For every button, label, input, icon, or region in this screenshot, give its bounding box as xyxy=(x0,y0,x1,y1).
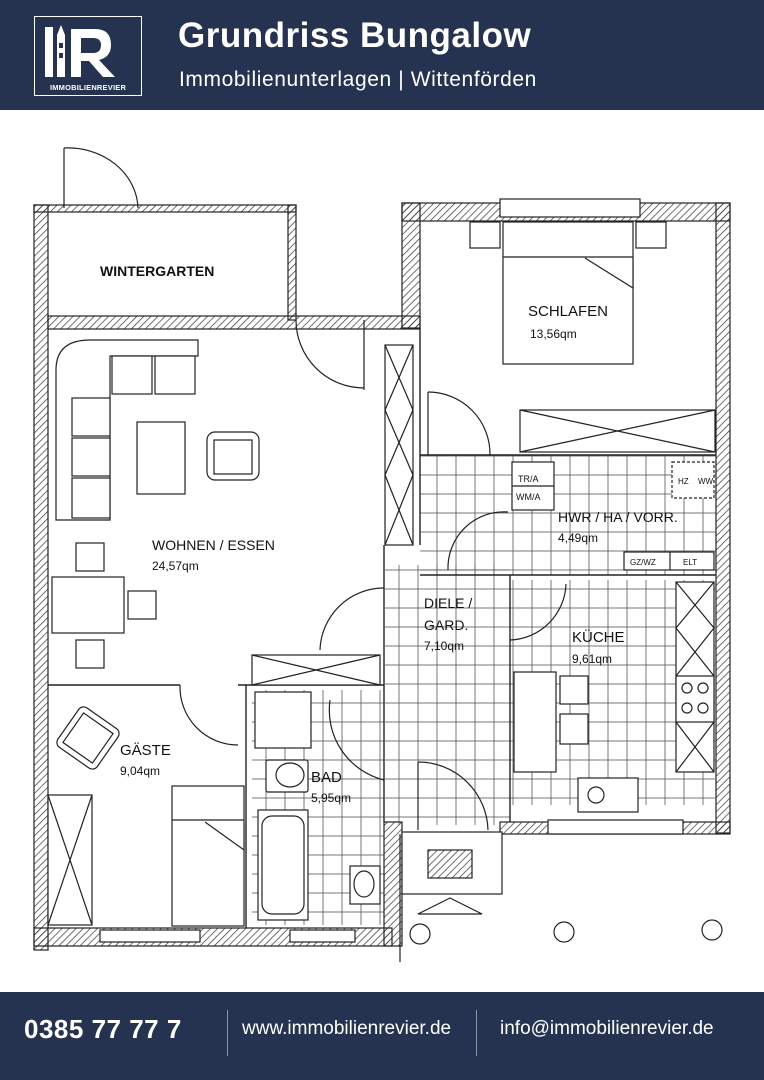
header-bar: IMMOBILIENREVIER Grundriss Bungalow Immo… xyxy=(0,0,764,110)
room-area-hwr: 4,49qm xyxy=(558,531,598,545)
footer-bar: 0385 77 77 7 www.immobilienrevier.de inf… xyxy=(0,992,764,1080)
page-subtitle: Immobilienunterlagen | Wittenförden xyxy=(179,68,537,91)
footer-divider xyxy=(476,1010,477,1056)
room-area-bad: 5,95qm xyxy=(311,791,351,805)
room-label-wohnen: WOHNEN / ESSEN xyxy=(152,537,275,553)
wintergarten-door xyxy=(63,147,139,209)
room-label-bad: BAD xyxy=(311,769,342,786)
label-ww: WW xyxy=(698,477,714,486)
room-area-wohnen: 24,57qm xyxy=(152,559,199,573)
logo-subtext: IMMOBILIENREVIER xyxy=(49,83,127,92)
room-area-kueche: 9,61qm xyxy=(572,652,612,666)
label-tr-a: TR/A xyxy=(518,474,539,484)
phone-number[interactable]: 0385 77 77 7 xyxy=(24,1014,182,1044)
room-label-kueche: KÜCHE xyxy=(572,628,625,646)
utility-fixtures xyxy=(511,461,715,571)
room-label-hwr: HWR / HA / VORR. xyxy=(558,509,678,525)
room-label-gard: GARD. xyxy=(424,617,468,633)
label-gz-wz: GZ/WZ xyxy=(630,558,656,567)
email-link[interactable]: info@immobilienrevier.de xyxy=(500,1018,714,1039)
door-swings xyxy=(179,319,567,831)
kitchen-fixtures xyxy=(513,671,715,813)
room-label-wintergarten: WINTERGARTEN xyxy=(100,263,214,279)
room-label-schlafen: SCHLAFEN xyxy=(528,303,608,320)
page-title: Grundriss Bungalow xyxy=(178,16,532,55)
room-label-diele: DIELE / xyxy=(424,595,472,611)
footer-divider xyxy=(227,1010,228,1056)
label-wm-a: WM/A xyxy=(516,492,541,502)
room-area-gaeste: 9,04qm xyxy=(120,764,160,778)
room-label-gaeste: GÄSTE xyxy=(120,742,171,759)
room-area-schlafen: 13,56qm xyxy=(530,327,577,341)
living-furniture xyxy=(51,339,260,669)
room-area-diele: 7,10qm xyxy=(424,639,464,653)
label-hz: HZ xyxy=(678,477,689,486)
entrance xyxy=(399,831,723,962)
guest-furniture xyxy=(56,706,245,927)
website-link[interactable]: www.immobilienrevier.de xyxy=(242,1018,452,1039)
bath-fixtures xyxy=(254,691,381,921)
bed xyxy=(469,221,667,365)
logo-mark-icon xyxy=(45,25,115,77)
company-logo[interactable]: IMMOBILIENREVIER xyxy=(34,16,142,96)
windows xyxy=(99,198,684,943)
label-elt: ELT xyxy=(683,558,697,567)
floor-plan: WINTERGARTEN WOHNEN / ESSEN 24,57qm SCHL… xyxy=(33,147,731,962)
